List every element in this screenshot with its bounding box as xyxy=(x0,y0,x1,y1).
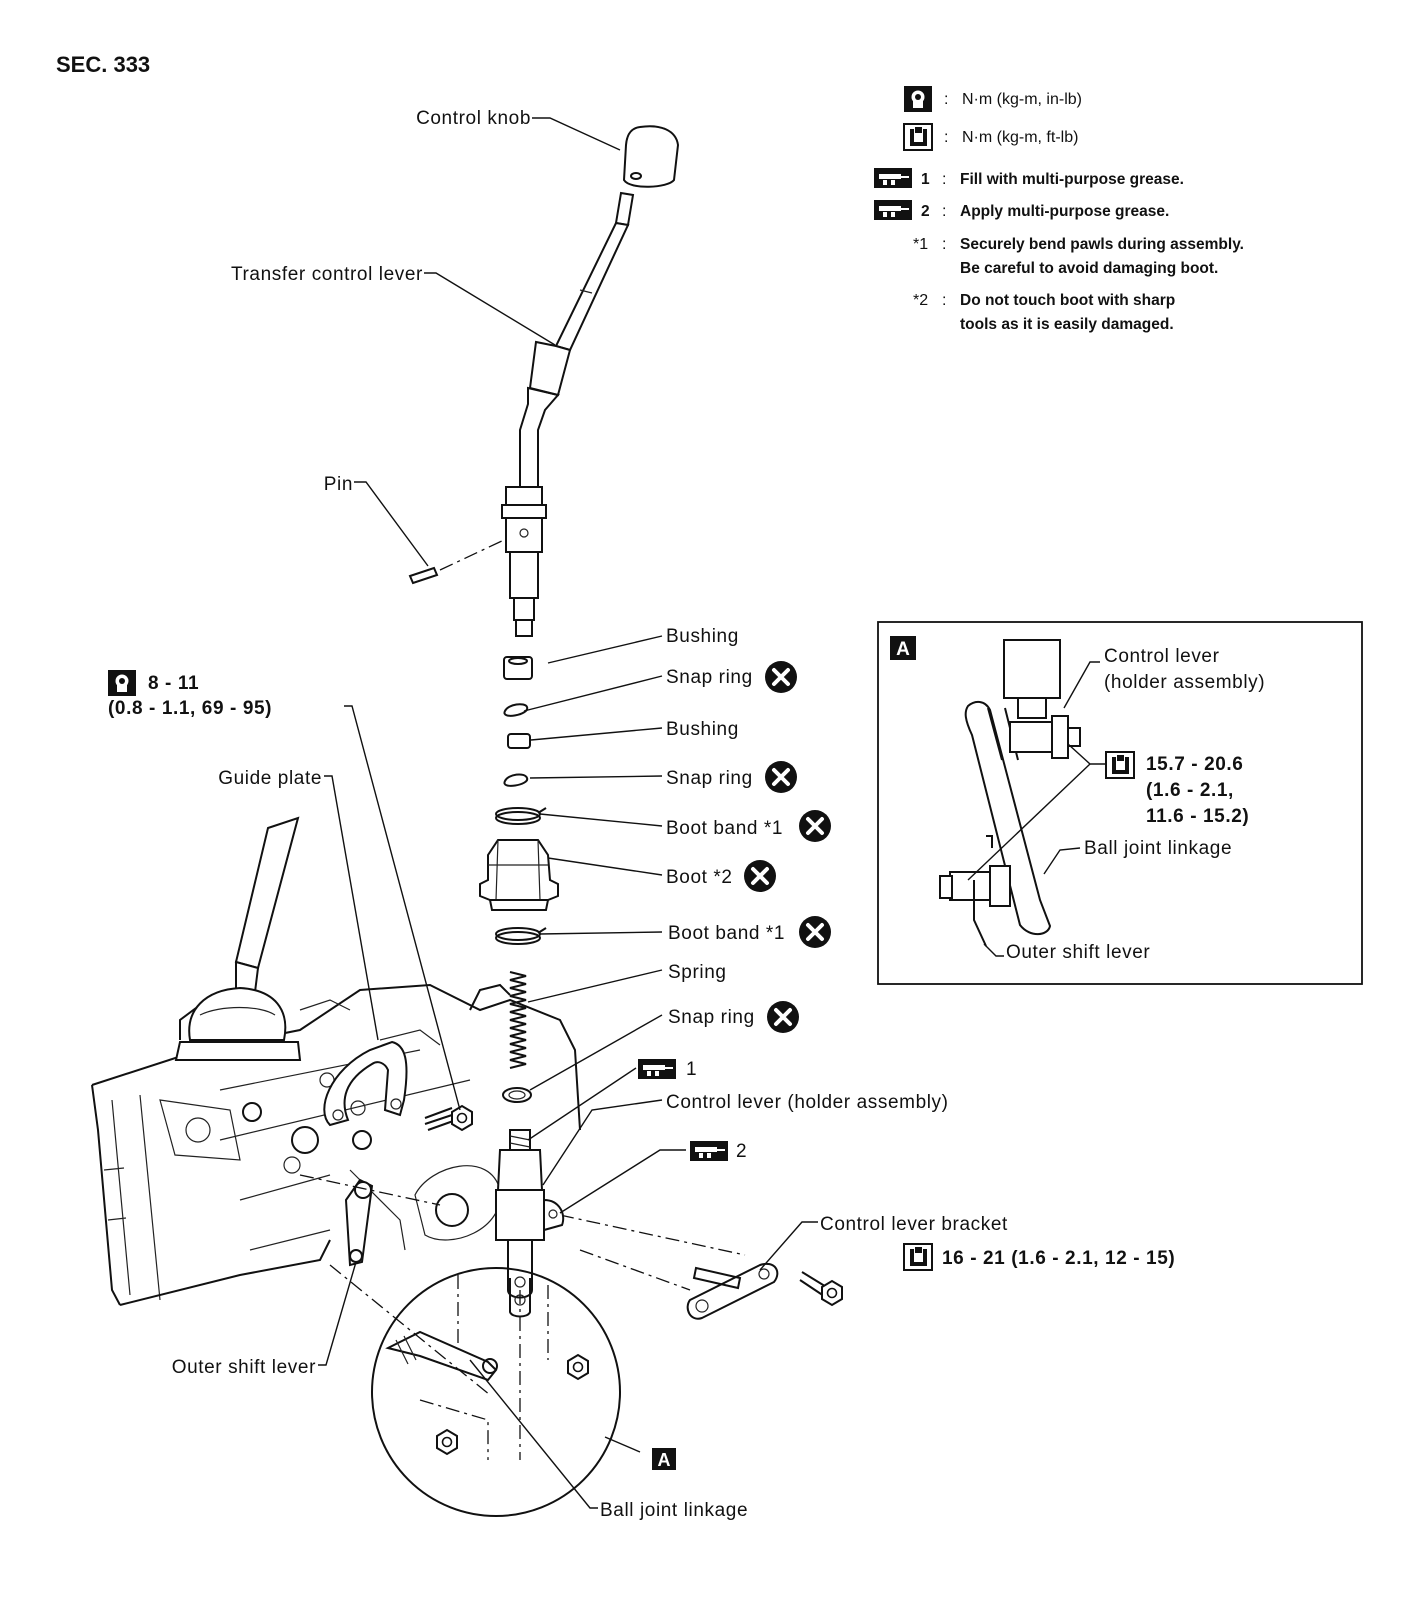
legend-note-2-ref: *2 xyxy=(913,292,928,309)
outer-shift-lever xyxy=(344,1178,374,1267)
leader-lines xyxy=(318,117,818,1509)
legend-sep-4: : xyxy=(942,203,946,220)
replace-part-icon xyxy=(742,858,778,894)
label-boot-band-1: Boot band *1 xyxy=(666,818,783,839)
replace-part-icon xyxy=(765,999,801,1035)
transmission-case xyxy=(91,983,581,1306)
control-knob xyxy=(622,125,680,188)
grease-gun-icon xyxy=(638,1059,676,1079)
legend-sep-3: : xyxy=(942,171,946,188)
detail-ref-letter: A xyxy=(658,1450,671,1470)
label-grease-ref-2: 2 xyxy=(736,1141,747,1162)
legend-torque-large: N·m (kg-m, ft-lb) xyxy=(962,129,1078,146)
boot xyxy=(479,839,559,911)
label-control-knob: Control knob xyxy=(416,108,531,129)
transfer-control-lever xyxy=(519,191,635,491)
legend-grease-1-num: 1 xyxy=(921,171,930,188)
detail-a-tag: A xyxy=(896,639,910,660)
legend-note-1-line2: Be careful to avoid damaging boot. xyxy=(960,260,1218,277)
grease-gun-icon xyxy=(874,200,912,220)
torque-wrench-icon xyxy=(904,86,932,112)
label-boot: Boot *2 xyxy=(666,867,733,888)
torque-socket-icon xyxy=(1104,750,1136,780)
label-boot-band-2: Boot band *1 xyxy=(668,923,785,944)
torque-socket-icon xyxy=(902,1242,934,1272)
grease-gun-icon xyxy=(874,168,912,188)
snap-ring-1 xyxy=(503,703,529,717)
legend-note-2-line1: Do not touch boot with sharp xyxy=(960,292,1175,309)
label-control-lever-holder: Control lever (holder assembly) xyxy=(666,1092,949,1113)
bushing-2 xyxy=(507,733,531,749)
torque-bracket-bolt: 16 - 21 (1.6 - 2.1, 12 - 15) xyxy=(942,1248,1175,1269)
pin xyxy=(408,539,505,585)
legend-torque-small: N·m (kg-m, in-lb) xyxy=(962,91,1082,108)
torque-wrench-icon xyxy=(108,670,136,696)
torque-socket-icon xyxy=(902,122,934,152)
snap-ring-3 xyxy=(502,1087,532,1103)
control-lever-bracket xyxy=(686,1262,779,1320)
label-snap-ring-1: Snap ring xyxy=(666,667,753,688)
detail-a-torque-line2: (1.6 - 2.1, xyxy=(1146,780,1234,801)
axis-line-bracket-2 xyxy=(579,1249,691,1291)
lever-holder-end xyxy=(501,486,547,637)
legend-sep-5: : xyxy=(942,236,946,253)
label-outer-shift-lever: Outer shift lever xyxy=(172,1357,316,1378)
torque-guide-plate-line2: (0.8 - 1.1, 69 - 95) xyxy=(108,698,272,719)
label-bushing-1: Bushing xyxy=(666,626,739,647)
grease-gun-icon xyxy=(690,1141,728,1161)
label-snap-ring-3: Snap ring xyxy=(668,1007,755,1028)
detail-a-control-lever-line1: Control lever xyxy=(1104,646,1220,667)
section-title: SEC. 333 xyxy=(56,52,150,77)
label-guide-plate: Guide plate xyxy=(218,768,322,789)
legend-grease-2-text: Apply multi-purpose grease. xyxy=(960,203,1169,220)
detail-a-torque-line3: 11.6 - 15.2) xyxy=(1146,806,1249,827)
legend-sep-6: : xyxy=(942,292,946,309)
detail-a-outer-shift-lever: Outer shift lever xyxy=(1006,942,1150,963)
legend: : N·m (kg-m, in-lb) : N·m (kg-m, ft-lb) … xyxy=(874,86,1244,333)
axis-line-left xyxy=(299,1174,441,1206)
spring xyxy=(509,971,527,1069)
replace-part-icon xyxy=(797,808,833,844)
replace-part-icon xyxy=(797,914,833,950)
boot-band-1 xyxy=(495,807,547,825)
snap-ring-2 xyxy=(503,773,529,787)
boot-band-2 xyxy=(495,927,547,945)
bracket-bolt xyxy=(799,1271,843,1306)
label-pin: Pin xyxy=(324,474,353,495)
legend-note-1-line1: Securely bend pawls during assembly. xyxy=(960,236,1244,253)
legend-sep-1: : xyxy=(944,91,948,108)
control-lever-holder xyxy=(495,1129,565,1460)
legend-note-2-line2: tools as it is easily damaged. xyxy=(960,316,1174,333)
bushing-1 xyxy=(503,656,533,680)
detail-a-control-lever-line2: (holder assembly) xyxy=(1104,672,1265,693)
label-control-lever-bracket: Control lever bracket xyxy=(820,1214,1008,1235)
label-snap-ring-2: Snap ring xyxy=(666,768,753,789)
callout-labels: Control knob Transfer control lever Pin … xyxy=(108,108,1175,1521)
guide-plate xyxy=(323,1040,408,1127)
label-spring: Spring xyxy=(668,962,727,983)
label-transfer-control-lever: Transfer control lever xyxy=(231,264,423,285)
legend-grease-1-text: Fill with multi-purpose grease. xyxy=(960,171,1184,188)
main-shift-lever xyxy=(174,816,302,1061)
detail-circle xyxy=(329,1264,641,1517)
label-grease-ref-1: 1 xyxy=(686,1059,697,1080)
guide-plate-bolt xyxy=(424,1105,473,1131)
torque-guide-plate-line1: 8 - 11 xyxy=(148,673,199,694)
detail-a-torque-line1: 15.7 - 20.6 xyxy=(1146,754,1243,775)
detail-a-panel: A Control lever (holder assembly) 15.7 -… xyxy=(877,621,1363,985)
detail-a-ball-joint-linkage: Ball joint linkage xyxy=(1084,838,1232,859)
detail-ref-tag xyxy=(652,1448,676,1470)
legend-sep-2: : xyxy=(944,129,948,146)
replace-part-icon xyxy=(763,659,799,695)
legend-note-1-ref: *1 xyxy=(913,236,928,253)
replace-part-icon xyxy=(763,759,799,795)
axis-line-bracket xyxy=(559,1214,746,1256)
legend-grease-2-num: 2 xyxy=(921,203,930,220)
label-bushing-2: Bushing xyxy=(666,719,739,740)
label-ball-joint-linkage: Ball joint linkage xyxy=(600,1500,748,1521)
